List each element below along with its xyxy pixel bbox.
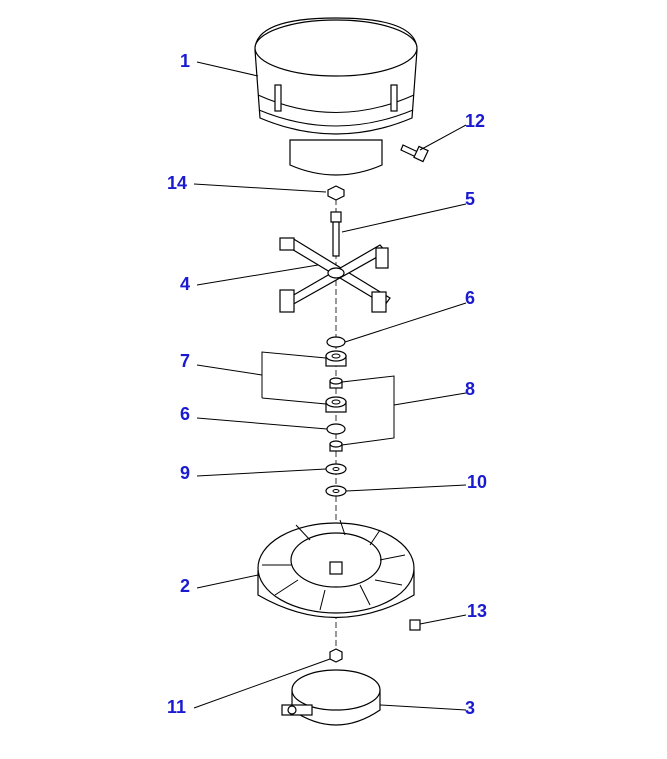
part-spider — [279, 237, 391, 313]
part-snap-ring-lower — [326, 423, 346, 435]
part-clamp — [281, 669, 381, 726]
callout-3: 3 — [465, 698, 475, 718]
callout-5: 5 — [465, 189, 475, 209]
part-bearing-upper — [325, 350, 347, 367]
part-nut-top — [327, 185, 345, 201]
callout-13: 13 — [467, 601, 487, 621]
part-nut-bottom — [329, 648, 343, 663]
callout-1: 1 — [180, 51, 190, 71]
callout-4: 4 — [180, 274, 190, 294]
part-cover — [254, 17, 418, 176]
part-snap-ring-upper — [326, 336, 346, 348]
part-fan — [257, 519, 415, 619]
callout-8: 8 — [465, 379, 475, 399]
part-washer-9 — [325, 463, 347, 475]
callout-14: 14 — [167, 173, 187, 193]
part-clip — [409, 619, 421, 631]
callout-9: 9 — [180, 463, 190, 483]
part-spacer-lower — [329, 440, 343, 452]
callout-12: 12 — [465, 111, 485, 131]
part-bearing-lower — [325, 396, 347, 413]
callout-10: 10 — [467, 472, 487, 492]
callout-6-lower: 6 — [180, 404, 190, 424]
callout-11: 11 — [167, 697, 186, 717]
callout-2: 2 — [180, 576, 190, 596]
part-rod — [330, 211, 342, 257]
part-spacer-upper — [329, 377, 343, 389]
callout-7: 7 — [180, 351, 190, 371]
leader-lines — [193, 61, 467, 711]
callout-6-upper: 6 — [465, 288, 475, 308]
part-washer-10 — [325, 485, 347, 497]
